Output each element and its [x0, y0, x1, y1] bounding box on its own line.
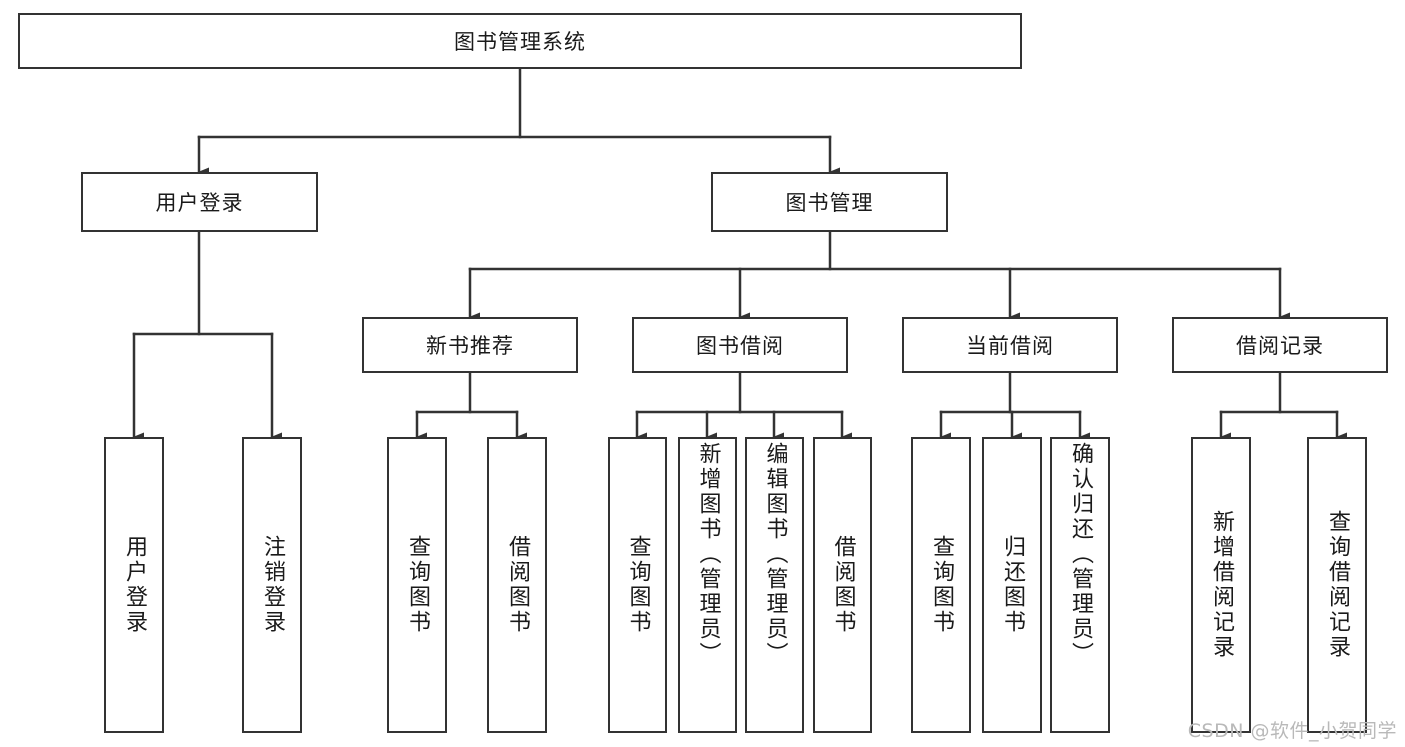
node-user-login: 用户登录 — [81, 172, 318, 232]
node-leaf-query-borrow-record: 查询借阅记录 — [1307, 437, 1367, 733]
node-leaf-user-login: 用户登录 — [104, 437, 164, 733]
node-book-manage: 图书管理 — [711, 172, 948, 232]
node-root-图书管理系统: 图书管理系统 — [18, 13, 1022, 69]
node-borrow-record: 借阅记录 — [1172, 317, 1388, 373]
node-leaf-return-book: 归还图书 — [982, 437, 1042, 733]
node-leaf-query-book-2: 查询图书 — [608, 437, 667, 733]
node-book-borrow: 图书借阅 — [632, 317, 848, 373]
node-leaf-query-book-3: 查询图书 — [911, 437, 971, 733]
node-leaf-add-book-admin: 新增图书（管理员） — [678, 437, 737, 733]
node-leaf-add-borrow-record: 新增借阅记录 — [1191, 437, 1251, 733]
node-leaf-edit-book-admin: 编辑图书（管理员） — [745, 437, 804, 733]
node-new-book-recommend: 新书推荐 — [362, 317, 578, 373]
node-current-borrow: 当前借阅 — [902, 317, 1118, 373]
node-leaf-borrow-book-1: 借阅图书 — [487, 437, 547, 733]
connector-lines — [132, 67, 1347, 442]
node-leaf-query-book-1: 查询图书 — [387, 437, 447, 733]
node-leaf-logout: 注销登录 — [242, 437, 302, 733]
node-leaf-borrow-book-2: 借阅图书 — [813, 437, 872, 733]
node-leaf-confirm-return-admin: 确认归还（管理员） — [1050, 437, 1110, 733]
